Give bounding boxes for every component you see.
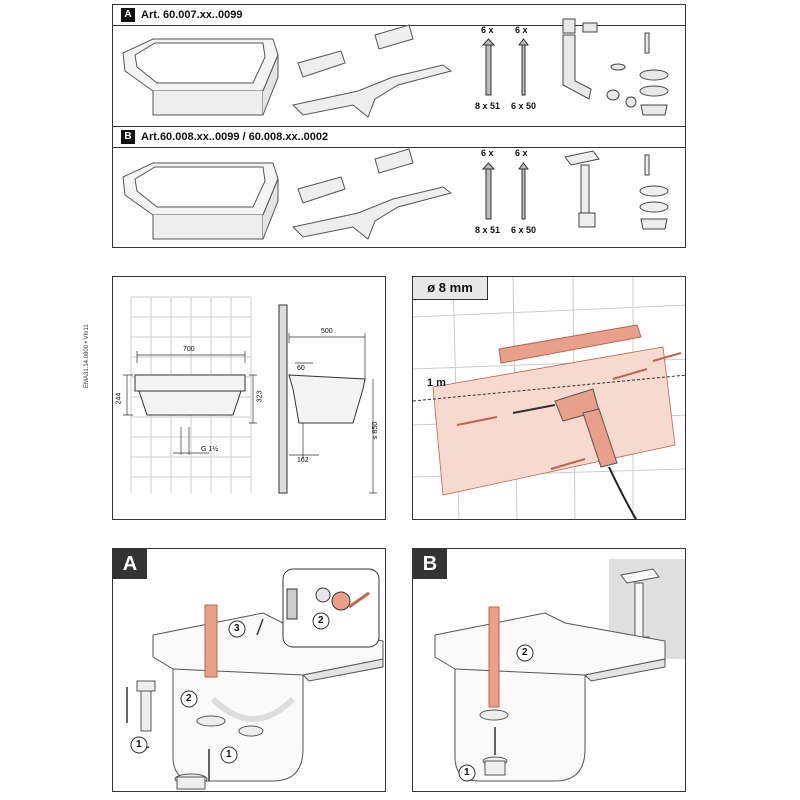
sink-side-view [288, 374, 366, 424]
waste-fittings-a [562, 18, 669, 116]
screws-b [481, 162, 529, 220]
sink-front-view [134, 374, 246, 416]
sink-b-illustration [122, 162, 279, 240]
variant-a-article: Art. 60.007.xx..0099 [141, 9, 243, 21]
drilling-panel: ø 8 mm 1 m [412, 276, 686, 520]
sink-cutaway-b [434, 612, 666, 782]
bracket-set-b [291, 148, 453, 240]
sink-shadow [210, 696, 296, 722]
dimension-lines-front [123, 351, 257, 455]
drain-plug-b [479, 709, 509, 721]
dim-height-244: 244 [115, 392, 123, 405]
variant-a-header: A Art. 60.007.xx..0099 [113, 5, 685, 26]
variant-b-article: Art.60.008.xx..0099 / 60.008.xx..0002 [141, 131, 329, 143]
overflow-tube-a [204, 604, 218, 678]
anchor-arrows [456, 352, 682, 470]
variant-b-header: B Art.60.008.xx..0099 / 60.008.xx..0002 [113, 126, 685, 148]
height-line [413, 374, 685, 402]
step-b-panel: B 2 1 [412, 548, 686, 792]
screw-b-size-right: 6 x 50 [511, 225, 537, 235]
screws-a [481, 38, 529, 96]
dim-height-850: ≤ 850 [372, 421, 380, 440]
overflow-tube-b [488, 606, 500, 708]
step-a-badge: A [113, 549, 147, 579]
drilling-illustration [413, 277, 685, 519]
step-b-circle-2 [516, 644, 534, 662]
dimension-lines-side [288, 333, 377, 494]
bracket-set-a [291, 24, 453, 118]
step-b-illustration [434, 559, 685, 782]
screw-b-size-left: 8 x 51 [475, 225, 501, 235]
screw-a-qty-right: 6 x [515, 25, 528, 35]
overflow-fittings-b [564, 150, 669, 230]
wall-section [278, 304, 288, 494]
variant-a-badge: A [121, 8, 135, 22]
step-a-numbers-layer [130, 612, 330, 764]
step-a-number: 1 [226, 749, 232, 760]
dim-offset-162: 162 [297, 457, 309, 464]
screw-a-qty-left: 6 x [481, 25, 494, 35]
step-b-badge: B [413, 549, 447, 579]
sink-a-illustration [122, 38, 279, 116]
step-a-panel: A 3 [112, 548, 386, 792]
variant-a-parts-drawing [122, 18, 669, 118]
step-a-illustration [126, 568, 384, 790]
dim-waste-g: G 1½ [201, 446, 219, 453]
dim-width-700: 700 [183, 346, 195, 353]
step-a-number: 2 [318, 615, 324, 626]
dim-offset-60: 60 [297, 365, 305, 372]
variant-b-parts-drawing [122, 148, 669, 240]
screw-b-qty-left: 6 x [481, 148, 494, 158]
variant-b-badge: B [121, 130, 135, 144]
inset-a [282, 568, 380, 648]
step-b-circle-1 [458, 764, 476, 782]
drill-cable [608, 466, 638, 519]
step-b-number: 2 [522, 647, 528, 658]
waste-part-b [482, 756, 508, 776]
step-a-number: 1 [136, 739, 142, 750]
spirit-level [498, 324, 642, 364]
dimensions-panel: 700 500 244 323 60 G 1½ 162 ≤ 850 [112, 276, 386, 520]
screw-a-size-right: 6 x 50 [511, 101, 537, 111]
dim-depth-500: 500 [321, 328, 333, 335]
step-a-number: 2 [186, 693, 192, 704]
dim-height-323: 323 [256, 390, 264, 403]
parts-panel: A Art. 60.007.xx..0099 [112, 4, 686, 248]
screw-a-size-left: 8 x 51 [475, 101, 501, 111]
drill [512, 388, 618, 468]
height-mark: 1 m [427, 377, 446, 389]
step-a-number: 3 [234, 623, 240, 634]
waste-parts-a [136, 680, 264, 790]
step-b-number: 1 [464, 767, 470, 778]
document-number: EMA31.14.0800 • VII/11 [84, 324, 90, 388]
screw-b-qty-right: 6 x [515, 148, 528, 158]
dimension-drawing [123, 296, 377, 494]
drill-size-label: ø 8 mm [413, 277, 488, 300]
